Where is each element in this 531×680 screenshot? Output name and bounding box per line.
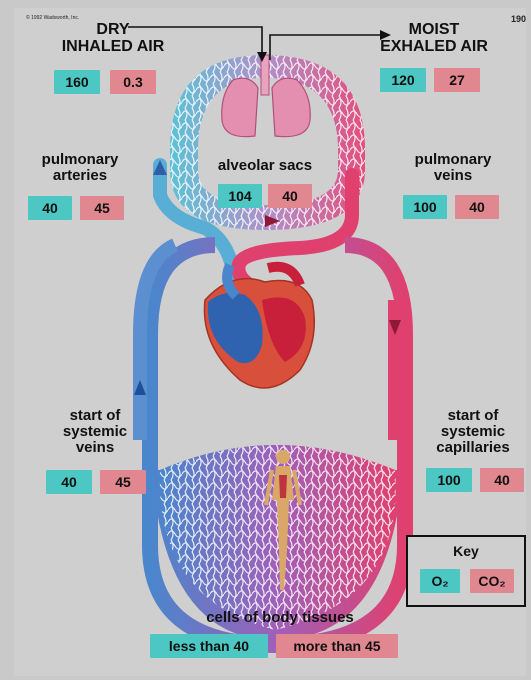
inhaled-air-line2: INHALED AIR <box>48 39 178 56</box>
key-title: Key <box>408 543 524 559</box>
copyright-notice: © 1992 Wadsworth, Inc. <box>26 15 79 21</box>
pulmonary-arteries-co2-value: 45 <box>80 196 124 220</box>
alveolar-sacs-co2-value: 40 <box>268 184 312 208</box>
key-co2-swatch: CO₂ <box>470 569 514 593</box>
body-tissues-o2-value: less than 40 <box>150 634 268 658</box>
body-tissues-co2-value: more than 45 <box>276 634 398 658</box>
systemic-veins-label: start of systemic veins <box>40 408 150 455</box>
pulmonary-arteries-label: pulmonary arteries <box>25 152 135 184</box>
systemic-veins-line2: systemic <box>40 424 150 440</box>
systemic-veins-line3: veins <box>40 440 150 456</box>
systemic-capillaries-label: start of systemic capillaries <box>418 408 528 455</box>
systemic-capillaries-line2: systemic <box>418 424 528 440</box>
systemic-capillaries-o2-value: 100 <box>426 468 472 492</box>
page-number: 190 <box>511 14 526 24</box>
systemic-veins-o2-value: 40 <box>46 470 92 494</box>
exhaled-air-label: MOIST EXHALED AIR <box>364 22 504 56</box>
exhaled-air-line2: EXHALED AIR <box>364 39 504 56</box>
exhaled-air-line1: MOIST <box>364 22 504 39</box>
pulmonary-veins-line2: veins <box>398 168 508 184</box>
pulmonary-veins-co2-value: 40 <box>455 195 499 219</box>
inhaled-air-line1: DRY <box>48 22 178 39</box>
systemic-veins-co2-value: 45 <box>100 470 146 494</box>
key-legend: Key O₂ CO₂ <box>406 535 526 607</box>
exhaled-co2-value: 27 <box>434 68 480 92</box>
systemic-capillaries-co2-value: 40 <box>480 468 524 492</box>
pulmonary-veins-o2-value: 100 <box>403 195 447 219</box>
exhaled-o2-value: 120 <box>380 68 426 92</box>
pulmonary-arteries-line2: arteries <box>25 168 135 184</box>
pulmonary-veins-label: pulmonary veins <box>398 152 508 184</box>
alveolar-sacs-o2-value: 104 <box>218 184 262 208</box>
inhaled-air-label: DRY INHALED AIR <box>48 22 178 56</box>
alveolar-sacs-label: alveolar sacs <box>200 158 330 174</box>
body-tissues-label: cells of body tissues <box>150 610 410 626</box>
key-o2-swatch: O₂ <box>420 569 460 593</box>
systemic-capillaries-line1: start of <box>418 408 528 424</box>
systemic-capillaries-line3: capillaries <box>418 440 528 456</box>
systemic-veins-line1: start of <box>40 408 150 424</box>
inhaled-o2-value: 160 <box>54 70 100 94</box>
inhaled-co2-value: 0.3 <box>110 70 156 94</box>
heart <box>204 265 314 388</box>
pulmonary-veins-line1: pulmonary <box>398 152 508 168</box>
pulmonary-arteries-line1: pulmonary <box>25 152 135 168</box>
pulmonary-arteries-o2-value: 40 <box>28 196 72 220</box>
